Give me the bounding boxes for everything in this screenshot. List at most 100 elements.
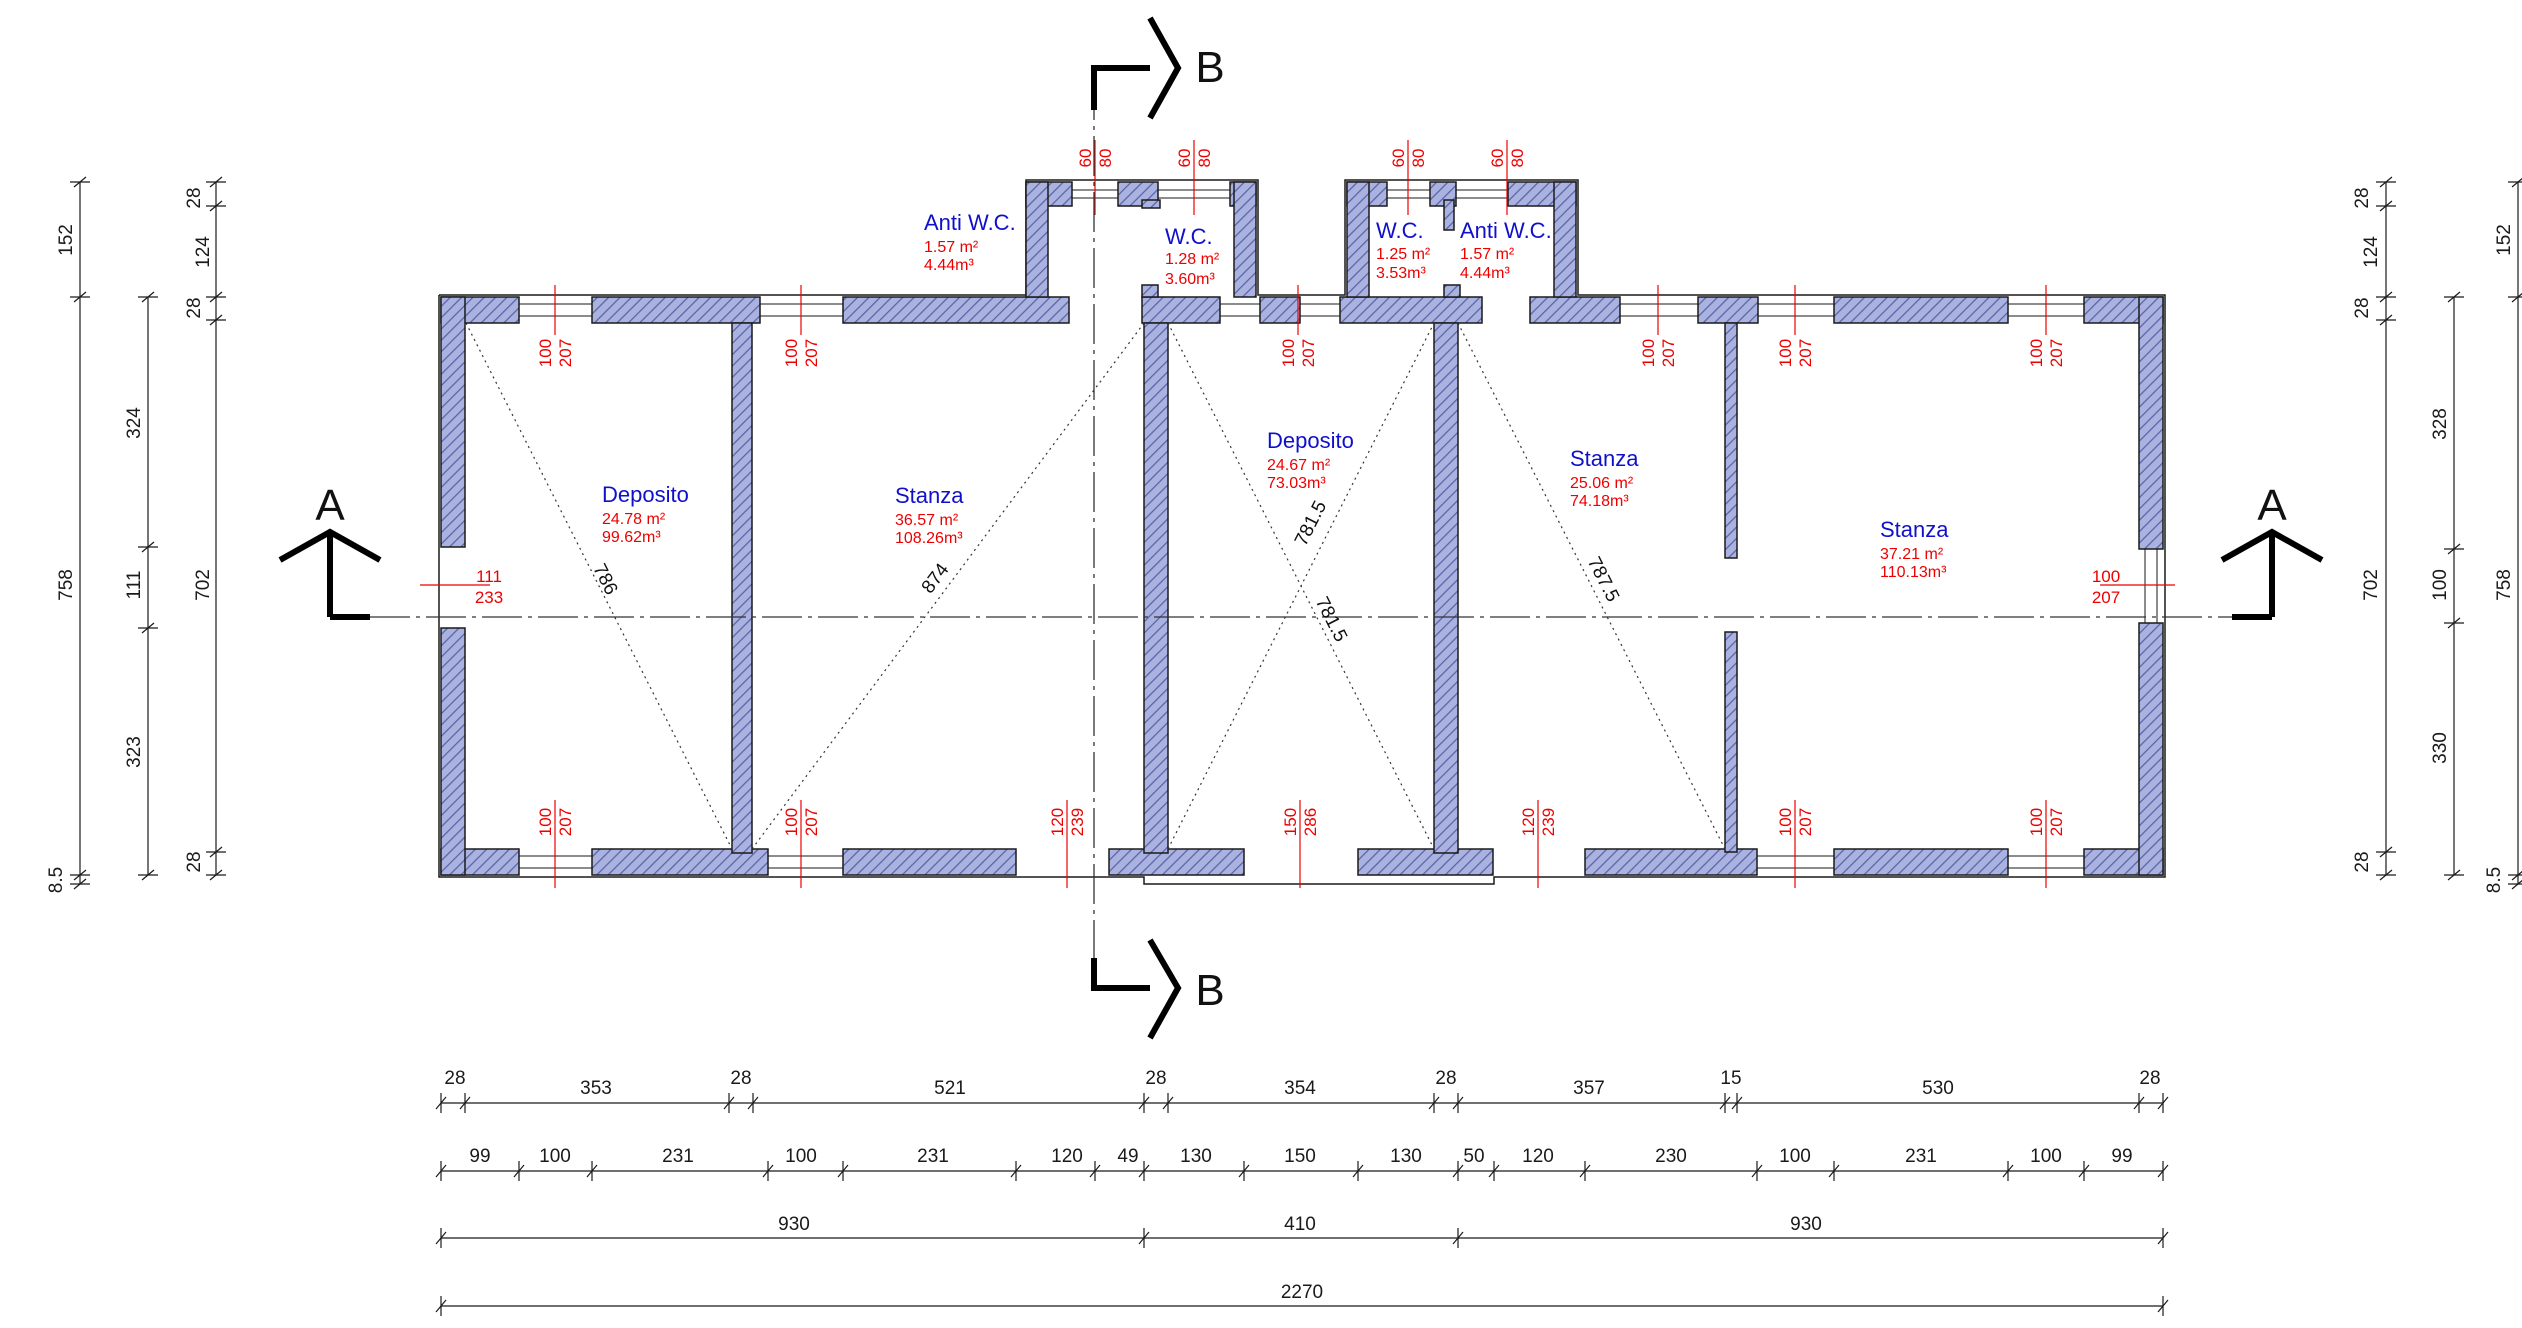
dimension-value: 28 [184,187,205,208]
opening-height: 207 [1659,339,1678,367]
opening-height: 207 [2047,808,2066,836]
dimension-value: 758 [2494,569,2515,601]
opening-width: 60 [1175,149,1194,168]
dimension-value: 521 [934,1078,966,1099]
walls [440,181,2164,876]
dimension-value: 130 [1180,1146,1212,1167]
dimension-value: 28 [184,851,205,872]
opening-width: 60 [1488,149,1507,168]
opening-width: 120 [1048,808,1067,836]
opening-height: 239 [1068,808,1087,836]
opening-height: 233 [475,588,503,607]
diagonal-length: 781.5 [1291,498,1331,550]
opening-width: 100 [2092,567,2120,586]
dimension-value: 230 [1655,1146,1687,1167]
dimension-value: 120 [1522,1146,1554,1167]
diagonal-length: 874 [918,559,954,597]
opening-height: 286 [1301,808,1320,836]
opening-width: 100 [2027,339,2046,367]
dimension-value: 8.5 [46,867,67,893]
room-diagonals [465,322,1726,850]
dimension-value: 410 [1284,1214,1316,1235]
building-outline [438,179,2166,885]
dimension-value: 100 [785,1146,817,1167]
opening-width: 100 [1279,339,1298,367]
room-name: Anti W.C. [1460,218,1552,243]
dimension-value: 231 [1905,1146,1937,1167]
dimension-value: 328 [2430,408,2451,440]
opening-width: 60 [1076,149,1095,168]
dimension-value: 330 [2430,732,2451,764]
opening-markers [420,140,2175,888]
dimension-value: 124 [2361,236,2382,268]
diagonal-length: 787.5 [1583,554,1623,606]
dimension-lines [70,176,2522,1316]
opening-height: 239 [1539,808,1558,836]
opening-width: 100 [2027,808,2046,836]
room-name: Deposito [602,482,689,507]
opening-width: 120 [1519,808,1538,836]
opening-height: 80 [1409,149,1428,168]
room-volume: 73.03m³ [1267,475,1326,492]
dimension-value: 354 [1284,1078,1316,1099]
dimension-value: 930 [778,1214,810,1235]
room-volume: 99.62m³ [602,529,661,546]
room-name: Deposito [1267,428,1354,453]
room-name: Stanza [1570,446,1639,471]
room-area: 1.57 m² [1460,246,1515,263]
diagonal-length: 781.5 [1311,594,1351,646]
dimension-value: 28 [730,1068,751,1089]
dimension-value: 702 [2361,569,2382,601]
opening-height: 80 [1508,149,1527,168]
opening-width: 111 [476,567,502,586]
room-volume: 3.60m³ [1165,271,1215,288]
room-labels: Deposito 24.78 m² 99.62m³ Stanza 36.57 m… [602,210,1949,581]
dimension-value: 130 [1390,1146,1422,1167]
dimension-value: 28 [1145,1068,1166,1089]
room-volume: 3.53m³ [1376,265,1426,282]
opening-width: 100 [1776,808,1795,836]
section-label-b-bottom: B [1195,966,1224,1015]
dimension-value: 28 [1435,1068,1456,1089]
dimension-value: 530 [1922,1078,1954,1099]
section-marker-b-bottom [1091,938,1182,1040]
dimension-value: 323 [124,736,145,768]
room-area: 25.06 m² [1570,475,1634,492]
dimension-value: 100 [1779,1146,1811,1167]
dimension-value: 2270 [1281,1282,1323,1303]
diagonal-length: 786 [588,561,621,599]
room-volume: 110.13m³ [1880,564,1947,581]
opening-height: 207 [802,808,821,836]
dimension-value: 930 [1790,1214,1822,1235]
opening-height: 207 [1796,808,1815,836]
opening-width: 100 [536,339,555,367]
section-label-a-left: A [315,481,345,530]
room-area: 24.78 m² [602,511,666,528]
room-area: 1.28 m² [1165,251,1220,268]
opening-width: 100 [1776,339,1795,367]
room-volume: 4.44m³ [1460,265,1510,282]
opening-width: 100 [782,808,801,836]
opening-width: 150 [1281,808,1300,836]
dimension-value: 353 [580,1078,612,1099]
section-marker-b-top [1091,16,1182,120]
dimension-value: 100 [2430,569,2451,601]
dimension-value: 758 [56,569,77,601]
opening-height: 207 [2092,588,2120,607]
opening-labels: 100 207 100 207 100 207 100 207 100 207 … [475,149,2120,837]
dimension-value: 49 [1117,1146,1138,1167]
room-area: 37.21 m² [1880,546,1944,563]
opening-height: 207 [556,808,575,836]
opening-width: 100 [536,808,555,836]
room-volume: 108.26m³ [895,530,963,547]
dimension-value: 150 [1284,1146,1316,1167]
dimension-value: 99 [2111,1146,2132,1167]
dimension-value: 111 [124,571,145,600]
section-label-a-right: A [2257,481,2287,530]
opening-height: 207 [556,339,575,367]
dimension-value: 28 [444,1068,465,1089]
room-name: W.C. [1376,218,1424,243]
dimension-value: 120 [1051,1146,1083,1167]
room-name: Anti W.C. [924,210,1016,235]
